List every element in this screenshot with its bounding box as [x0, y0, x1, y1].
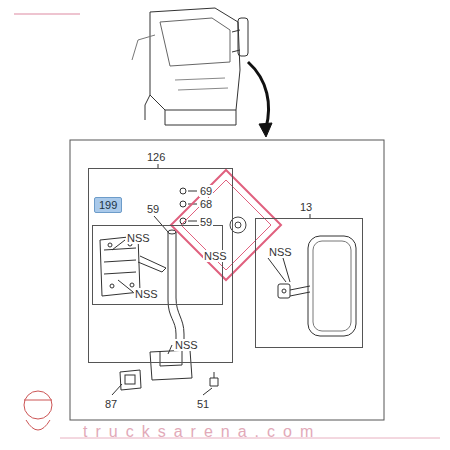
- callout-number: 59: [199, 216, 213, 228]
- callout-number: 59: [146, 203, 160, 215]
- callout-number: 199: [94, 197, 122, 213]
- callout-number: 126: [146, 151, 166, 163]
- callout-number: 13: [299, 201, 313, 213]
- nss-note: NSS: [134, 288, 159, 300]
- callout-number: NSS: [174, 339, 199, 351]
- callout-number: 69: [199, 185, 213, 197]
- callout-number: 87: [104, 398, 118, 410]
- nss-note: NSS: [268, 246, 293, 258]
- callout-number: NSS: [203, 250, 228, 262]
- callout-number: 68: [199, 198, 213, 210]
- callout-number: 51: [196, 398, 210, 410]
- watermark: trucksarena.com: [82, 423, 322, 441]
- bracket-group: 199NSSNSS: [92, 225, 223, 305]
- nss-note: NSS: [126, 232, 151, 244]
- mirror-frame: 13NSS: [255, 218, 363, 348]
